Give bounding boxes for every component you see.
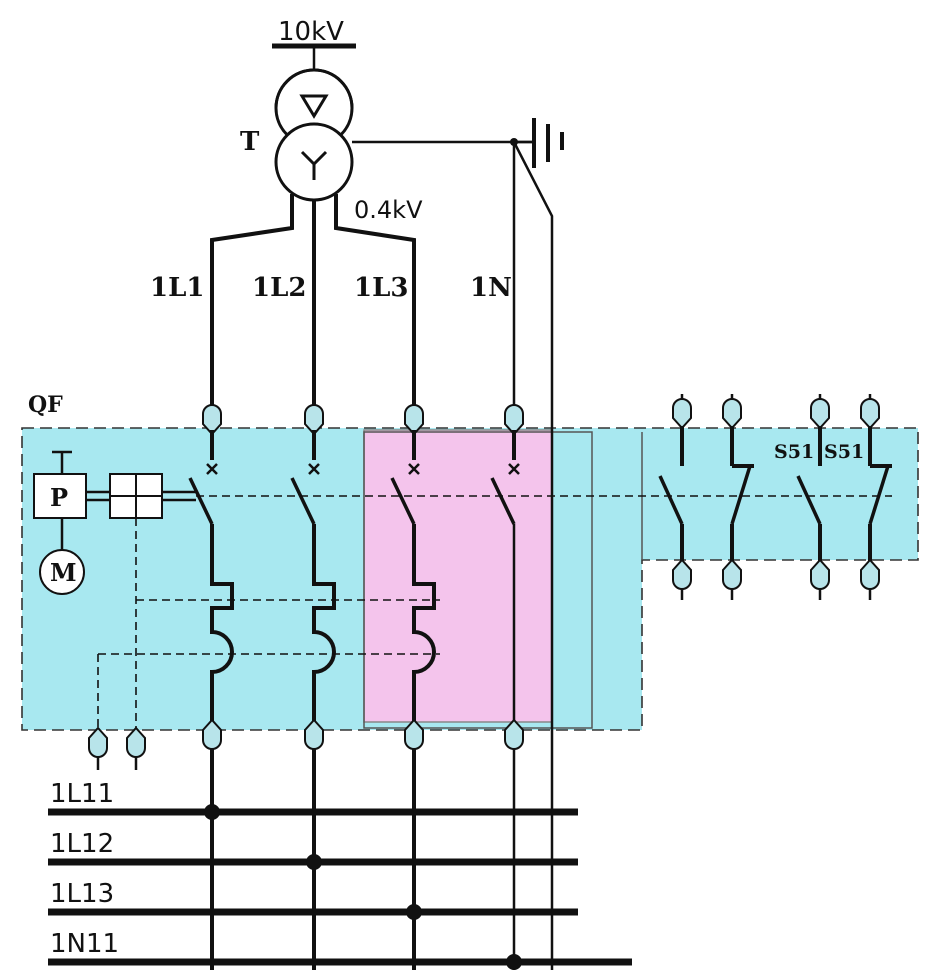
phase-label-L3: 1L3 [354, 273, 408, 303]
hv-label: 10kV [278, 17, 344, 47]
breaker-label: QF [28, 392, 63, 418]
phase-label-N: 1N [470, 273, 512, 303]
pole-3-cross-icon [408, 463, 420, 475]
pole-1-blade [188, 477, 214, 525]
small-term-2 [126, 726, 146, 758]
pole-2-in-terminal-top [304, 404, 324, 436]
aux-contact-3-top-top [810, 398, 830, 430]
pole-1-out-terminal [202, 718, 222, 750]
pole-4-in-terminal-top [504, 404, 524, 436]
aux-contact-2-blade [730, 465, 752, 525]
bus-2-junction [306, 854, 322, 870]
pole-2-cross-icon [308, 463, 320, 475]
aux-label-2: S51 [824, 441, 864, 463]
highlight-zone [363, 429, 553, 723]
aux-contact-1-top-top [672, 398, 692, 430]
pole-1-cross-icon [206, 463, 218, 475]
aux-contact-4-bottom [860, 558, 880, 590]
pole-4-cross-icon [508, 463, 520, 475]
phase-label-L1: 1L1 [150, 273, 204, 303]
m-label: M [50, 558, 77, 587]
wye-symbol [300, 150, 328, 180]
phase-label-L2: 1L2 [252, 273, 306, 303]
aux-contact-2-top-top [722, 398, 742, 430]
pole-4-out-terminal [504, 718, 524, 750]
aux-contact-4-blade [868, 465, 890, 525]
lead-L1 [210, 194, 294, 410]
bus-4-junction [506, 954, 522, 970]
pole-3-in-terminal-top [404, 404, 424, 436]
aux-contact-1-blade [658, 475, 684, 525]
bus-1-junction [204, 804, 220, 820]
pole-4-blade [490, 477, 516, 525]
aux-contact-3-bottom [810, 558, 830, 590]
primary-winding-arc [274, 68, 354, 109]
pole-3-out-terminal [404, 718, 424, 750]
aux-contact-3-blade [796, 475, 822, 525]
pole-2-trip-element [312, 524, 336, 724]
pole-2-blade [290, 477, 316, 525]
p-box [33, 473, 87, 519]
pole-2-out-terminal [304, 718, 324, 750]
small-term-1 [88, 726, 108, 758]
bus-3-junction [406, 904, 422, 920]
pole-3-blade [390, 477, 416, 525]
pole-1-in-terminal-top [202, 404, 222, 436]
bus-label-1L11: 1L11 [50, 779, 114, 809]
lead-L3 [334, 194, 416, 410]
bus-label-1L13: 1L13 [50, 879, 114, 909]
pole-1-trip-element [210, 524, 234, 724]
aux-label-1: S51 [774, 441, 814, 463]
bus-label-1L12: 1L12 [50, 829, 114, 859]
pole-group-frame [363, 431, 593, 729]
bus-label-1N11: 1N11 [50, 929, 119, 959]
p-label: P [50, 483, 68, 512]
transformer-label: T [240, 127, 260, 157]
pe-conductor [512, 141, 554, 970]
aux-contact-4-top-top [860, 398, 880, 430]
motor-symbol [39, 549, 85, 595]
lv-label: 0.4kV [354, 196, 423, 224]
delta-symbol [299, 94, 329, 119]
aux-contact-2-bottom [722, 558, 742, 590]
pole-3-trip-element [412, 524, 436, 724]
aux-contact-1-bottom [672, 558, 692, 590]
